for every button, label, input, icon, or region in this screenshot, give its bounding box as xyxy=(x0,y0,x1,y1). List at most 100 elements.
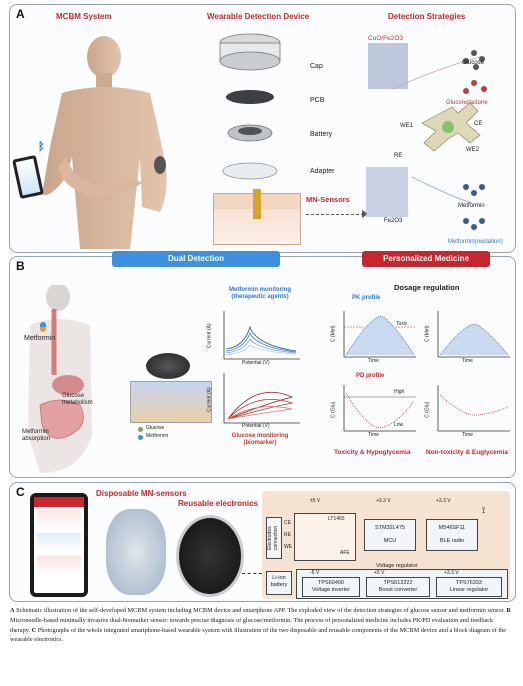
re-pin: RE xyxy=(284,532,291,538)
arrow-head xyxy=(362,210,368,218)
glucose-label: Glucose xyxy=(462,60,485,66)
reg3-chip: TPS76333 xyxy=(456,580,482,586)
device-title: Wearable Detection Device xyxy=(207,12,310,21)
gluconolactone-label: Gluconolactone xyxy=(446,100,488,106)
reusable-electronics-photo xyxy=(176,515,244,597)
caption-c-text: Photographs of the whole integrated smar… xyxy=(10,626,507,644)
caption-c-label: C xyxy=(31,626,37,634)
pd-profile-label: PD profile xyxy=(356,373,385,379)
we1-label: WE1 xyxy=(400,123,414,129)
reg1-name: Voltage inverter xyxy=(311,586,351,593)
mcu-box: STM32L475 MCU xyxy=(364,519,416,551)
caption-a-label: A xyxy=(10,607,15,614)
metformin-absorption-label: Metformin absorption xyxy=(22,429,51,442)
afe-box xyxy=(294,513,356,561)
pk-cmet: C (Met) xyxy=(330,325,337,343)
bluetooth-icon: ᛒ xyxy=(38,141,45,153)
human-figure xyxy=(42,36,167,249)
antenna-icon: ⟟ xyxy=(482,505,486,515)
met-current-label: Current (A) xyxy=(206,323,213,349)
catalyst-label: CuO/Fe2O3 xyxy=(368,35,404,42)
metformin-ox-label: Metformin(oxidation) xyxy=(448,239,503,245)
regulator-title: Voltage regulator xyxy=(376,563,418,569)
disposable-label: Disposable MN-sensors xyxy=(96,489,187,498)
disposable-sensor-photo xyxy=(106,509,166,595)
arrow-to-diagram xyxy=(242,573,262,574)
ce-pin: CE xyxy=(284,520,291,526)
panel-c: C Disposable MN-sensors Reusable electro… xyxy=(9,482,516,602)
glu-potential-label: Potential (V) xyxy=(242,423,270,429)
reg2-voltage: +5 V xyxy=(374,570,385,576)
smartphone-app xyxy=(30,493,88,597)
reg1-voltage: -5 V xyxy=(310,570,320,576)
system-title: MCBM System xyxy=(56,12,112,21)
nontoxicity-caption: Non-toxicity & Euglycemia xyxy=(426,449,508,456)
detection-diagram xyxy=(366,43,487,230)
reg1-box: TPS60400 Voltage inverter xyxy=(302,577,360,597)
component-cap: Cap xyxy=(310,63,323,70)
pd-time: Time xyxy=(368,432,379,438)
pd-plot xyxy=(343,385,416,432)
reg2-name: Boost converter xyxy=(378,586,418,593)
pd-cglu: C (Glu) xyxy=(330,401,337,418)
v5-label: ±5 V xyxy=(310,498,321,504)
pk-toxic: Toxic xyxy=(396,321,408,327)
met-potential-label: Potential (V) xyxy=(242,360,270,366)
glucose-metabolism-label: Glucose metabolism xyxy=(62,393,93,406)
pk-plot-adjusted xyxy=(437,311,510,358)
component-pcb: PCB xyxy=(310,97,325,104)
metformin-drug-label: Metformin xyxy=(24,335,56,342)
arrow-right xyxy=(306,214,364,215)
glucose-dot xyxy=(138,427,143,432)
reg3-voltage: +3.3 V xyxy=(444,570,459,576)
mcu-chip: STM32L475 xyxy=(375,525,405,531)
personalized-medicine-banner: Personalized Medicine xyxy=(362,251,490,267)
ble-box: M546SF11 BLE radio xyxy=(426,519,478,551)
pd-plot-adjusted xyxy=(437,385,510,432)
battery-box: Li-ion battery xyxy=(266,571,292,595)
ble-label: BLE radio xyxy=(439,537,465,544)
ce-label: CE xyxy=(474,121,483,127)
metformin-cv-plot xyxy=(223,311,300,360)
reg3-box: TPS76333 Linear regulator xyxy=(436,577,502,597)
we2-label: WE2 xyxy=(466,147,480,153)
skin-cross-section xyxy=(130,381,212,423)
glucose-cv-plot xyxy=(223,373,300,424)
pill-icon xyxy=(40,322,46,332)
component-adapter: Adapter xyxy=(310,168,335,175)
dosage-regulation: Dosage regulation xyxy=(394,283,460,292)
re-label: RE xyxy=(394,153,403,159)
caption-b-text: Microneedle-based minimally invasive dua… xyxy=(10,616,494,634)
pk-time: Time xyxy=(368,358,379,364)
v33a-label: +3.3 V xyxy=(376,498,391,504)
electrodes-box: Electrodes connection xyxy=(266,517,282,559)
mcu-label: MCU xyxy=(383,537,397,544)
exploded-device xyxy=(219,33,281,180)
glucose-monitoring-title: Glucose monitoring (biomarker) xyxy=(231,433,289,446)
afe-label: AFE xyxy=(340,550,350,556)
panel-b: B Dual Detection Personalized Medicine M… xyxy=(9,251,516,478)
panel-a: A MCBM System Wearable Detection Device … xyxy=(9,4,516,253)
pd-low: Low xyxy=(394,422,404,428)
mn-sensors-label: MN-Sensors xyxy=(306,195,350,204)
dual-detection-banner: Dual Detection xyxy=(112,251,280,267)
digestive-body xyxy=(28,285,92,473)
pd2-time: Time xyxy=(462,432,473,438)
ble-chip: M546SF11 xyxy=(438,525,466,531)
component-battery: Battery xyxy=(310,131,333,138)
v33b-label: +3.3 V xyxy=(436,498,451,504)
glu-current-label: Current (A) xyxy=(206,387,213,413)
pk2-time: Time xyxy=(462,358,473,364)
panel-b-label: B xyxy=(16,259,25,273)
reg3-name: Linear regulator xyxy=(449,586,489,593)
pd-high: High xyxy=(394,389,405,395)
panel-c-label: C xyxy=(16,485,25,499)
pd2-cglu: C (Glu) xyxy=(424,401,431,418)
strategy-title: Detection Strategies xyxy=(388,12,466,21)
metformin-monitoring-title: Metformin monitoring (therapeutic agents… xyxy=(229,287,291,300)
metformin-dot xyxy=(138,435,143,440)
reg2-chip: TPS613222 xyxy=(383,580,413,586)
pk-plot xyxy=(343,311,416,358)
reg1-chip: TPS60400 xyxy=(318,580,344,586)
metformin-label: Metformin xyxy=(458,203,485,209)
